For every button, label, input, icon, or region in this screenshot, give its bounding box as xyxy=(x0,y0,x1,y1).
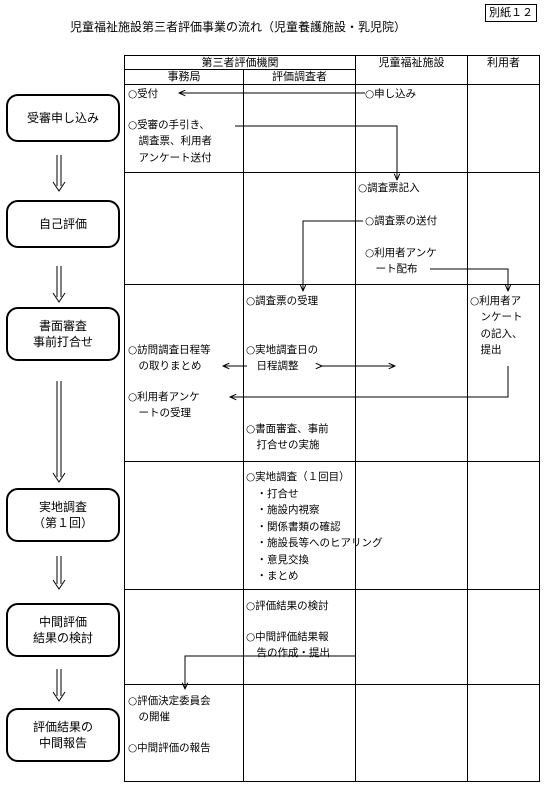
cell-report-interim: ○中間評価の報告 xyxy=(128,742,211,754)
cell-interim-report: ○中間評価結果報 告の作成・提出 xyxy=(246,631,330,660)
header-office: 事務局 xyxy=(167,70,201,83)
cell-apply: ○申し込み xyxy=(365,88,417,100)
cell-adjust-schedule: ○実地調査日の 日程調整 xyxy=(246,344,319,373)
cell-document-review: ○書面審査、事前 打合せの実施 xyxy=(246,423,329,452)
header-third-party: 第三者評価機関 xyxy=(201,56,279,69)
header-facility: 児童福祉施設 xyxy=(378,56,445,69)
step-self-evaluation: 自己評価 xyxy=(6,200,120,248)
down-arrow-icon xyxy=(52,381,66,483)
step-down-arrows xyxy=(52,155,66,702)
header-user: 利用者 xyxy=(487,56,520,69)
page-title: 児童福祉施設第三者評価事業の流れ（児童養護施設・乳児院） xyxy=(70,20,407,34)
down-arrow-icon xyxy=(52,155,66,192)
cell-onsite-survey: ○実地調査（１回目） ・打合せ ・施設内視察 ・関係書類の確認 ・施設長等へのヒ… xyxy=(246,471,383,583)
step-document-review: 書面審査 事前打合せ xyxy=(6,307,120,361)
cell-send-survey: ○調査票の送付 xyxy=(365,215,438,227)
cell-distribute-questionnaire: ○利用者アンケ ート配布 xyxy=(365,247,437,276)
step-interim-report: 評価結果の 中間報告 xyxy=(6,708,120,762)
cell-compile-schedule: ○訪問調査日程等 の取りまとめ xyxy=(128,344,211,373)
down-arrow-icon xyxy=(52,556,66,590)
step-interim-review: 中間評価 結果の検討 xyxy=(6,603,120,657)
cell-receive-survey: ○調査票の受理 xyxy=(246,295,319,307)
cell-fill-survey: ○調査票記入 xyxy=(358,182,420,194)
cell-committee: ○評価決定委員会 の開催 xyxy=(128,695,211,724)
cell-receive-questionnaire: ○利用者アンケ ートの受理 xyxy=(128,391,200,420)
header-evaluator: 評価調査者 xyxy=(272,70,327,83)
flow-arrows xyxy=(179,93,508,689)
down-arrow-icon xyxy=(52,669,66,702)
arrow-guide-to-survey xyxy=(235,125,397,180)
down-arrow-icon xyxy=(52,266,66,303)
step-application: 受審申し込み xyxy=(6,94,120,142)
table-grid xyxy=(124,55,540,782)
step-onsite-survey: 実地調査 （第１回） xyxy=(6,488,120,542)
arrow-send-to-receipt xyxy=(303,220,363,291)
cell-review-results: ○評価結果の検討 xyxy=(246,600,329,612)
cell-reception: ○受付 xyxy=(128,88,159,100)
attachment-label: 別紙１２ xyxy=(485,4,537,22)
arrow-distribute-to-user xyxy=(430,268,508,291)
arrow-user-to-office xyxy=(230,366,509,397)
cell-send-guide: ○受審の手引き、 調査票、利用者 アンケート送付 xyxy=(128,119,212,164)
cell-user-questionnaire: ○利用者ア ンケート の記入、 提出 xyxy=(470,295,523,356)
arrow-report-to-office xyxy=(185,655,355,689)
